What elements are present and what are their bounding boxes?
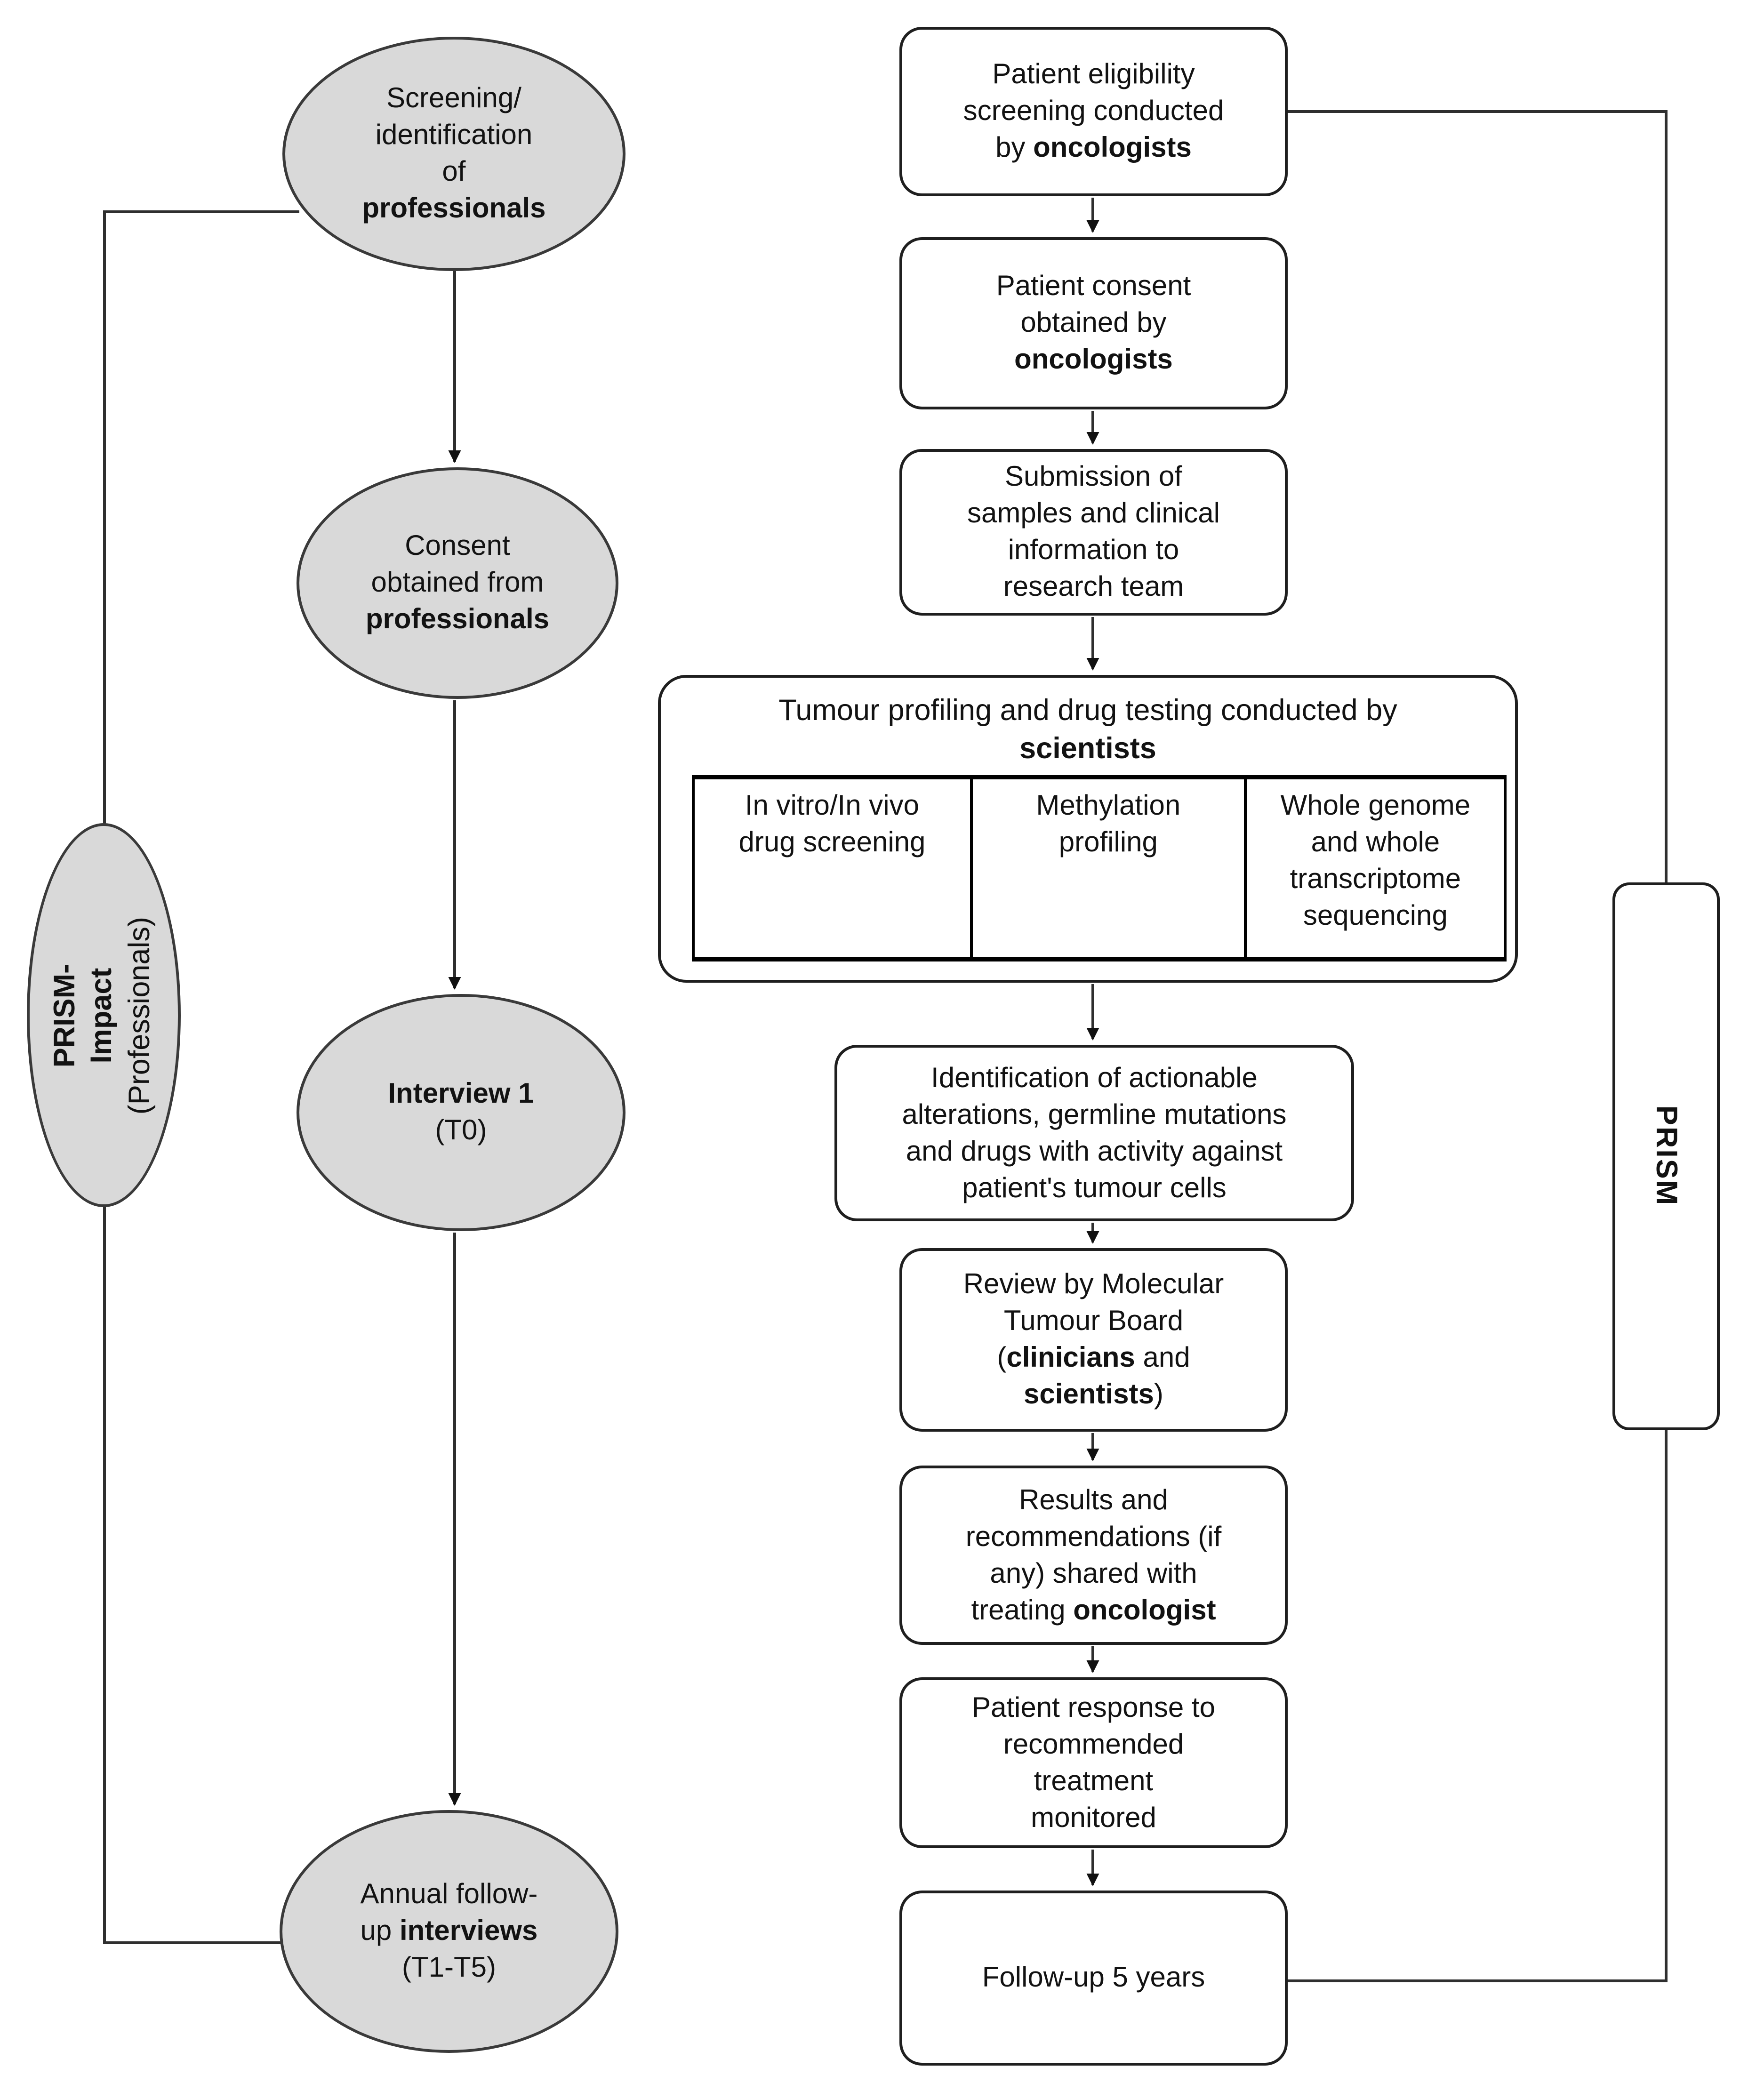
table-cell-drug-screening: In vitro/In vivo drug screening	[738, 791, 926, 858]
box-patient-consent-text: Patient consent obtained by oncologists	[996, 271, 1191, 376]
table-cell-methylation-profiling: Methylation profiling	[969, 779, 1244, 957]
tumour-profiling-title: Tumour profiling and drug testing conduc…	[778, 695, 1397, 766]
ellipse-interview-1-text: Interview 1 (T0)	[388, 1079, 534, 1146]
box-followup-5-years: Follow-up 5 years	[899, 1891, 1288, 2066]
box-patient-response-text: Patient response to recommended treatmen…	[971, 1692, 1216, 1834]
box-results-recommendations: Results and recommendations (if any) sha…	[899, 1466, 1288, 1645]
box-molecular-tumour-board-text: Review by Molecular Tumour Board (clinic…	[963, 1269, 1224, 1410]
box-submission-samples-text: Submission of samples and clinical infor…	[967, 462, 1220, 603]
box-patient-eligibility-screening: Patient eligibility screening conducted …	[899, 27, 1288, 196]
prism-label-text: PRISM	[1650, 1106, 1683, 1207]
box-identification-actionable: Identification of actionable alterations…	[834, 1045, 1354, 1221]
table-cell-genome-sequencing: Whole genome and whole transcriptome seq…	[1244, 779, 1504, 957]
ellipse-interview-1: Interview 1 (T0)	[297, 994, 625, 1231]
ellipse-annual-followup-text: Annual follow- up interviews (T1-T5)	[360, 1879, 538, 1984]
box-submission-samples: Submission of samples and clinical infor…	[899, 449, 1288, 616]
box-patient-response-monitored: Patient response to recommended treatmen…	[899, 1677, 1288, 1848]
box-results-recommendations-text: Results and recommendations (if any) sha…	[965, 1484, 1222, 1626]
ellipse-annual-followup-interviews: Annual follow- up interviews (T1-T5)	[280, 1810, 618, 2053]
box-identification-actionable-text: Identification of actionable alterations…	[902, 1062, 1287, 1204]
box-patient-consent: Patient consent obtained by oncologists	[899, 237, 1288, 409]
ellipse-consent-professionals: Consent obtained from professionals	[297, 467, 618, 699]
box-tumour-profiling: Tumour profiling and drug testing conduc…	[658, 675, 1518, 983]
profiling-methods-table: In vitro/In vivo drug screening Methylat…	[692, 775, 1507, 961]
box-prism-label: PRISM	[1612, 882, 1720, 1430]
box-molecular-tumour-board: Review by Molecular Tumour Board (clinic…	[899, 1248, 1288, 1432]
box-followup-5-years-text: Follow-up 5 years	[982, 1963, 1205, 1994]
ellipse-screening-text: Screening/ identification of professiona…	[362, 83, 546, 224]
ellipse-screening-identification: Screening/ identification of professiona…	[282, 37, 625, 271]
ellipse-consent-text: Consent obtained from professionals	[365, 531, 550, 635]
box-patient-eligibility-text: Patient eligibility screening conducted …	[963, 59, 1224, 164]
ellipse-prism-impact-label: PRISM-Impact (Professionals)	[27, 823, 181, 1207]
prism-impact-label-text: PRISM-Impact (Professionals)	[49, 916, 156, 1114]
